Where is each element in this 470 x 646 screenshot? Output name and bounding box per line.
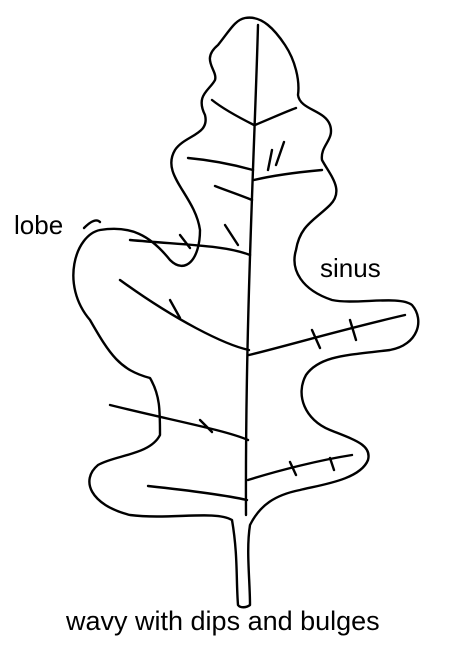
vein bbox=[180, 235, 190, 248]
caption: wavy with dips and bulges bbox=[66, 608, 380, 635]
vein bbox=[255, 108, 296, 125]
vein bbox=[350, 320, 356, 340]
vein bbox=[225, 225, 238, 245]
vein bbox=[212, 100, 254, 125]
midrib bbox=[246, 25, 258, 515]
vein bbox=[188, 158, 253, 170]
vein bbox=[148, 486, 247, 500]
vein bbox=[254, 170, 322, 180]
vein bbox=[215, 186, 252, 200]
vein bbox=[330, 458, 334, 470]
sinus-label: sinus bbox=[320, 255, 381, 281]
vein bbox=[249, 315, 405, 355]
vein bbox=[276, 142, 284, 165]
vein bbox=[120, 280, 249, 350]
leaf-outline bbox=[73, 18, 418, 608]
lobe-pointer bbox=[84, 220, 100, 228]
lobe-label: lobe bbox=[14, 212, 63, 238]
vein bbox=[248, 455, 352, 480]
vein bbox=[268, 150, 272, 170]
vein bbox=[110, 405, 248, 440]
